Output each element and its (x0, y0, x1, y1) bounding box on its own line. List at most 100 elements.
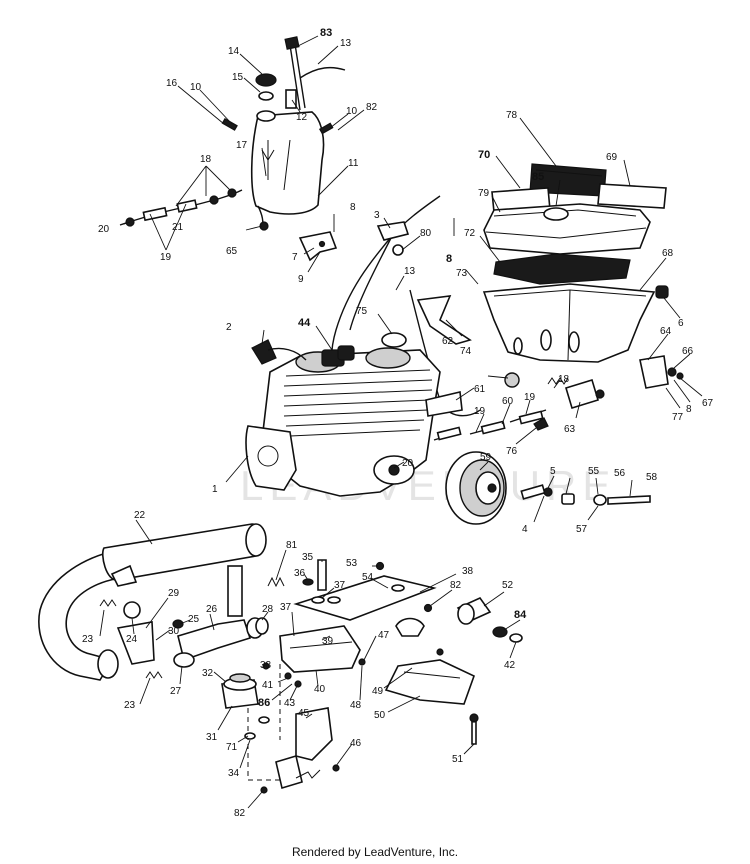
leader-lines (99, 35, 703, 809)
callout-15: 15 (232, 72, 244, 83)
callout-64: 64 (660, 326, 672, 337)
callout-17: 17 (236, 140, 248, 151)
callout-44: 44 (298, 317, 311, 329)
callout-71: 71 (226, 742, 238, 753)
air-silencer-group (416, 163, 684, 389)
callout-18: 18 (200, 154, 212, 165)
callout-52: 52 (502, 580, 514, 591)
callout-83: 83 (320, 27, 332, 39)
callout-14: 14 (228, 46, 240, 57)
callout-5: 5 (550, 466, 556, 477)
callout-43: 43 (284, 698, 296, 709)
callout-13: 13 (404, 266, 416, 277)
callout-19: 19 (474, 406, 486, 417)
callout-82: 82 (234, 808, 246, 819)
callout-74: 74 (460, 346, 472, 357)
callout-21: 21 (172, 222, 184, 233)
callout-45: 45 (298, 708, 310, 719)
callout-3: 3 (374, 210, 380, 221)
callout-81: 81 (286, 540, 298, 551)
callout-26: 26 (206, 604, 218, 615)
engine-group (245, 195, 520, 497)
callout-31: 31 (206, 732, 218, 743)
callout-60: 60 (502, 396, 514, 407)
callout-65: 65 (226, 246, 238, 257)
callout-19: 19 (160, 252, 172, 263)
callout-labels: 83 13 14 15 12 16 10 10 82 17 11 18 21 1… (82, 27, 714, 819)
footer-credit: Rendered by LeadVenture, Inc. (291, 845, 459, 859)
callout-85: 85 (532, 171, 544, 183)
oil-line-group (433, 377, 605, 441)
callout-62: 62 (442, 336, 454, 347)
callout-20: 20 (402, 458, 414, 469)
callout-58: 58 (646, 472, 658, 483)
callout-79: 79 (478, 188, 490, 199)
callout-38: 38 (462, 566, 474, 577)
callout-23: 23 (82, 634, 94, 645)
callout-54: 54 (362, 572, 374, 583)
callout-8: 8 (686, 404, 692, 415)
exhaust-group (38, 523, 285, 681)
callout-19: 19 (524, 392, 536, 403)
callout-4: 4 (522, 524, 528, 535)
callout-7: 7 (292, 252, 298, 263)
callout-6: 6 (678, 318, 684, 329)
callout-86: 86 (258, 697, 270, 709)
callout-77: 77 (672, 412, 684, 423)
callout-23: 23 (124, 700, 136, 711)
callout-55: 55 (588, 466, 600, 477)
engine-mount-group (221, 559, 437, 794)
callout-40: 40 (314, 684, 326, 695)
callout-20: 20 (98, 224, 110, 235)
callout-24: 24 (126, 634, 138, 645)
callout-50: 50 (374, 710, 386, 721)
callout-78: 78 (506, 110, 518, 121)
callout-59: 59 (480, 452, 492, 463)
callout-68: 68 (662, 248, 674, 259)
callout-75: 75 (356, 306, 368, 317)
callout-47: 47 (378, 630, 390, 641)
callout-36: 36 (294, 568, 306, 579)
callout-37: 37 (280, 602, 292, 613)
callout-70: 70 (478, 149, 490, 161)
callout-8: 8 (446, 253, 452, 265)
callout-30: 30 (168, 626, 180, 637)
callout-56: 56 (614, 468, 626, 479)
callout-66: 66 (682, 346, 694, 357)
callout-63: 63 (564, 424, 576, 435)
callout-11: 11 (348, 158, 359, 169)
drive-clutch-group (445, 451, 651, 525)
callout-37: 37 (334, 580, 346, 591)
callout-33: 33 (260, 660, 272, 671)
callout-1: 1 (212, 484, 218, 495)
callout-67: 67 (702, 398, 714, 409)
callout-8: 8 (350, 202, 356, 213)
callout-16: 16 (166, 78, 178, 89)
callout-32: 32 (202, 668, 214, 679)
callout-10: 10 (190, 82, 202, 93)
callout-57: 57 (576, 524, 588, 535)
callout-35: 35 (302, 552, 314, 563)
callout-82: 82 (450, 580, 462, 591)
callout-10: 10 (346, 106, 358, 117)
callout-28: 28 (262, 604, 274, 615)
callout-69: 69 (606, 152, 618, 163)
callout-41: 41 (262, 680, 274, 691)
parts-diagram: LEADVENTURE (38, 27, 714, 819)
callout-34: 34 (228, 768, 240, 779)
callout-46: 46 (350, 738, 362, 749)
callout-27: 27 (170, 686, 182, 697)
callout-18: 18 (558, 374, 570, 385)
callout-12: 12 (296, 112, 308, 123)
callout-2: 2 (226, 322, 232, 333)
callout-73: 73 (456, 268, 468, 279)
callout-82: 82 (366, 102, 378, 113)
fuel-tank-group (119, 36, 346, 262)
callout-72: 72 (464, 228, 476, 239)
callout-22: 22 (134, 510, 146, 521)
callout-51: 51 (452, 754, 464, 765)
callout-39: 39 (322, 636, 334, 647)
callout-29: 29 (168, 588, 180, 599)
callout-53: 53 (346, 558, 358, 569)
callout-42: 42 (504, 660, 516, 671)
